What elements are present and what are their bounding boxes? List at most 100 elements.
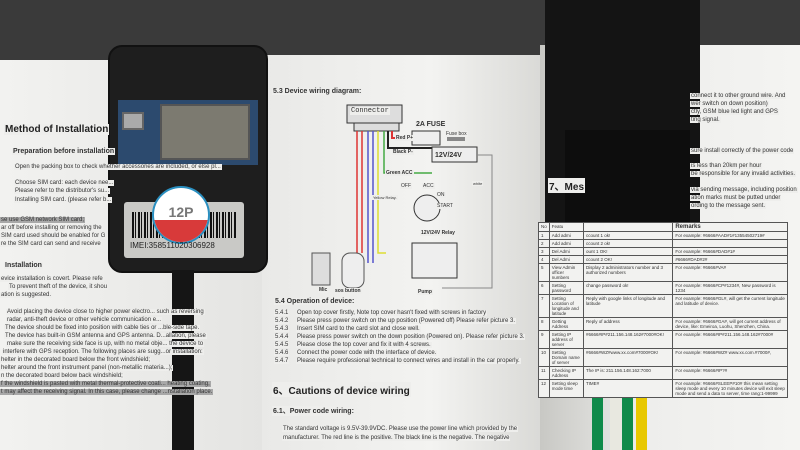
table-cell: 4 <box>538 255 550 264</box>
table-cell: Setting Domain name of server <box>548 348 584 367</box>
body-line: The device should be fixed into position… <box>4 325 201 331</box>
table-cell: 1 <box>538 231 550 240</box>
header-cell <box>582 222 674 232</box>
op-num: 5.4.7 <box>274 358 290 364</box>
sos-label: sos button <box>334 288 362 294</box>
table-cell: ccount 2 OK! <box>582 255 674 264</box>
table-cell: Setting password <box>548 281 584 295</box>
white-wire-label: white <box>472 181 484 186</box>
table-cell: ccount 1 ok! <box>582 231 674 240</box>
body-line: make sure the receiving side face is up,… <box>6 341 205 347</box>
body-line: interfere with GPS reception. The follow… <box>2 349 204 355</box>
sim-note: ar off before installing or removing the <box>0 225 103 231</box>
body-line: helter around the front instrument panel… <box>0 365 174 371</box>
center-manual-page: 5.3 Device wiring diagram: Connector 2A … <box>262 55 544 450</box>
table-cell: Add admi <box>548 239 584 248</box>
body-line: To prevent theft of the device, it shou <box>8 284 109 290</box>
acc-label: ACC <box>422 183 435 189</box>
body-line: be responsible for any invalid activitie… <box>690 171 797 177</box>
table-cell: Del Admi <box>548 247 584 256</box>
body-line: connect it to other ground wire. And <box>690 93 787 99</box>
body-line: wer switch on down position) <box>690 101 769 107</box>
op-num: 5.4.6 <box>274 350 290 356</box>
table-cell: For example: #6666#IP?# <box>672 366 788 380</box>
table-cell: 8 <box>538 317 550 331</box>
yellow-wire-label: Yellow Relay. <box>372 195 398 200</box>
body-line: evice installation is covert. Please ref… <box>0 276 104 282</box>
on-label: ON <box>436 192 446 198</box>
table-cell: 3 <box>538 247 550 256</box>
battery-label: 12V/24V <box>434 152 463 159</box>
op-num: 5.4.5 <box>274 342 290 348</box>
power-title: 6.1、Power code wiring: <box>272 406 355 416</box>
fuse-box-label: Fuse box <box>445 131 468 137</box>
header-cell: No <box>538 222 550 232</box>
table-cell: For example: #6666#IP#211.156.148.162#70… <box>672 330 788 349</box>
body-line: via sending message, including position <box>690 187 798 193</box>
table-cell: 9 <box>538 330 550 349</box>
body-line: The device has built-in GSM antenna and … <box>4 333 207 339</box>
sticker-text: 12P <box>168 204 194 220</box>
table-cell: For example: #6666#VA# <box>672 263 788 282</box>
installation-heading: Method of Installation <box>4 124 110 135</box>
table-cell: Reply with google links of longitude and… <box>582 294 674 318</box>
table-cell <box>672 239 788 248</box>
body-line: ation is suggested. <box>0 292 53 298</box>
table-cell: For example: #6666#AAD#1#13554502719# <box>672 231 788 240</box>
power-text: The standard voltage is 9.5V-39.9VDC. Pl… <box>282 426 519 432</box>
table-cell: TIME# <box>582 379 674 398</box>
body-line: t may affect the receiving signal. In th… <box>0 389 214 395</box>
table-cell: 5 <box>538 263 550 282</box>
op-num: 5.4.2 <box>274 318 290 324</box>
table-cell: #6666#DAD#2# <box>672 255 788 264</box>
table-cell: ount 1 OK! <box>582 247 674 256</box>
black-wire-label: Black P- <box>392 149 414 155</box>
wiring-diagram <box>311 104 493 289</box>
date-sticker: 12P <box>152 186 210 244</box>
table-cell: Add admi <box>548 231 584 240</box>
body-line: ting signal. <box>690 117 721 123</box>
body-line: f the windshield is pasted with metal th… <box>0 381 211 387</box>
table-cell: 2 <box>538 239 550 248</box>
table-header-row: No Featu Remarks <box>538 222 788 232</box>
fuse-label: 2A FUSE <box>415 121 447 128</box>
prep-item: Choose SIM card: each device nee... <box>14 180 115 186</box>
table-cell: 7 <box>538 294 550 318</box>
table-cell: Checking IP Address <box>548 366 584 380</box>
body-line: helter in the decorated board below the … <box>0 357 152 363</box>
header-cell: Remarks <box>672 222 788 232</box>
table-cell: 12 <box>538 379 550 398</box>
mic-label: Mic <box>318 287 329 293</box>
sim-note: se use GSM network SIM card; <box>0 217 86 223</box>
preparation-heading: Preparation before installation <box>12 148 116 155</box>
table-cell: Display 2 administrators number and 3 au… <box>582 263 674 282</box>
table-cell: View Admin officer numbers <box>548 263 584 282</box>
table-cell: The IP is: 211.156.148.162:7000 <box>582 366 674 380</box>
op-text: Connect the power code with the interfac… <box>296 350 438 356</box>
cautions-title: 6、Cautions of device wiring <box>272 382 411 397</box>
body-line: sure install correctly of the power code <box>690 148 795 154</box>
table-cell: Setting IP address of server <box>548 330 584 349</box>
prep-item: Open the packing box to check whether ac… <box>14 164 222 170</box>
table-cell: 11 <box>538 366 550 380</box>
op-text: Please press power switch on the down po… <box>296 334 526 340</box>
body-line: Avoid placing the device close to higher… <box>6 309 205 315</box>
op-num: 5.4.4 <box>274 334 290 340</box>
table-cell: Reply of address <box>582 317 674 331</box>
green-wire-label: Green ACC <box>385 170 414 176</box>
start-label: START <box>436 203 454 209</box>
header-cell: Featu <box>548 222 584 232</box>
installation-subheading: Installation <box>4 262 43 269</box>
table-cell: For example: #6666#GL#, will get the cur… <box>672 294 788 318</box>
